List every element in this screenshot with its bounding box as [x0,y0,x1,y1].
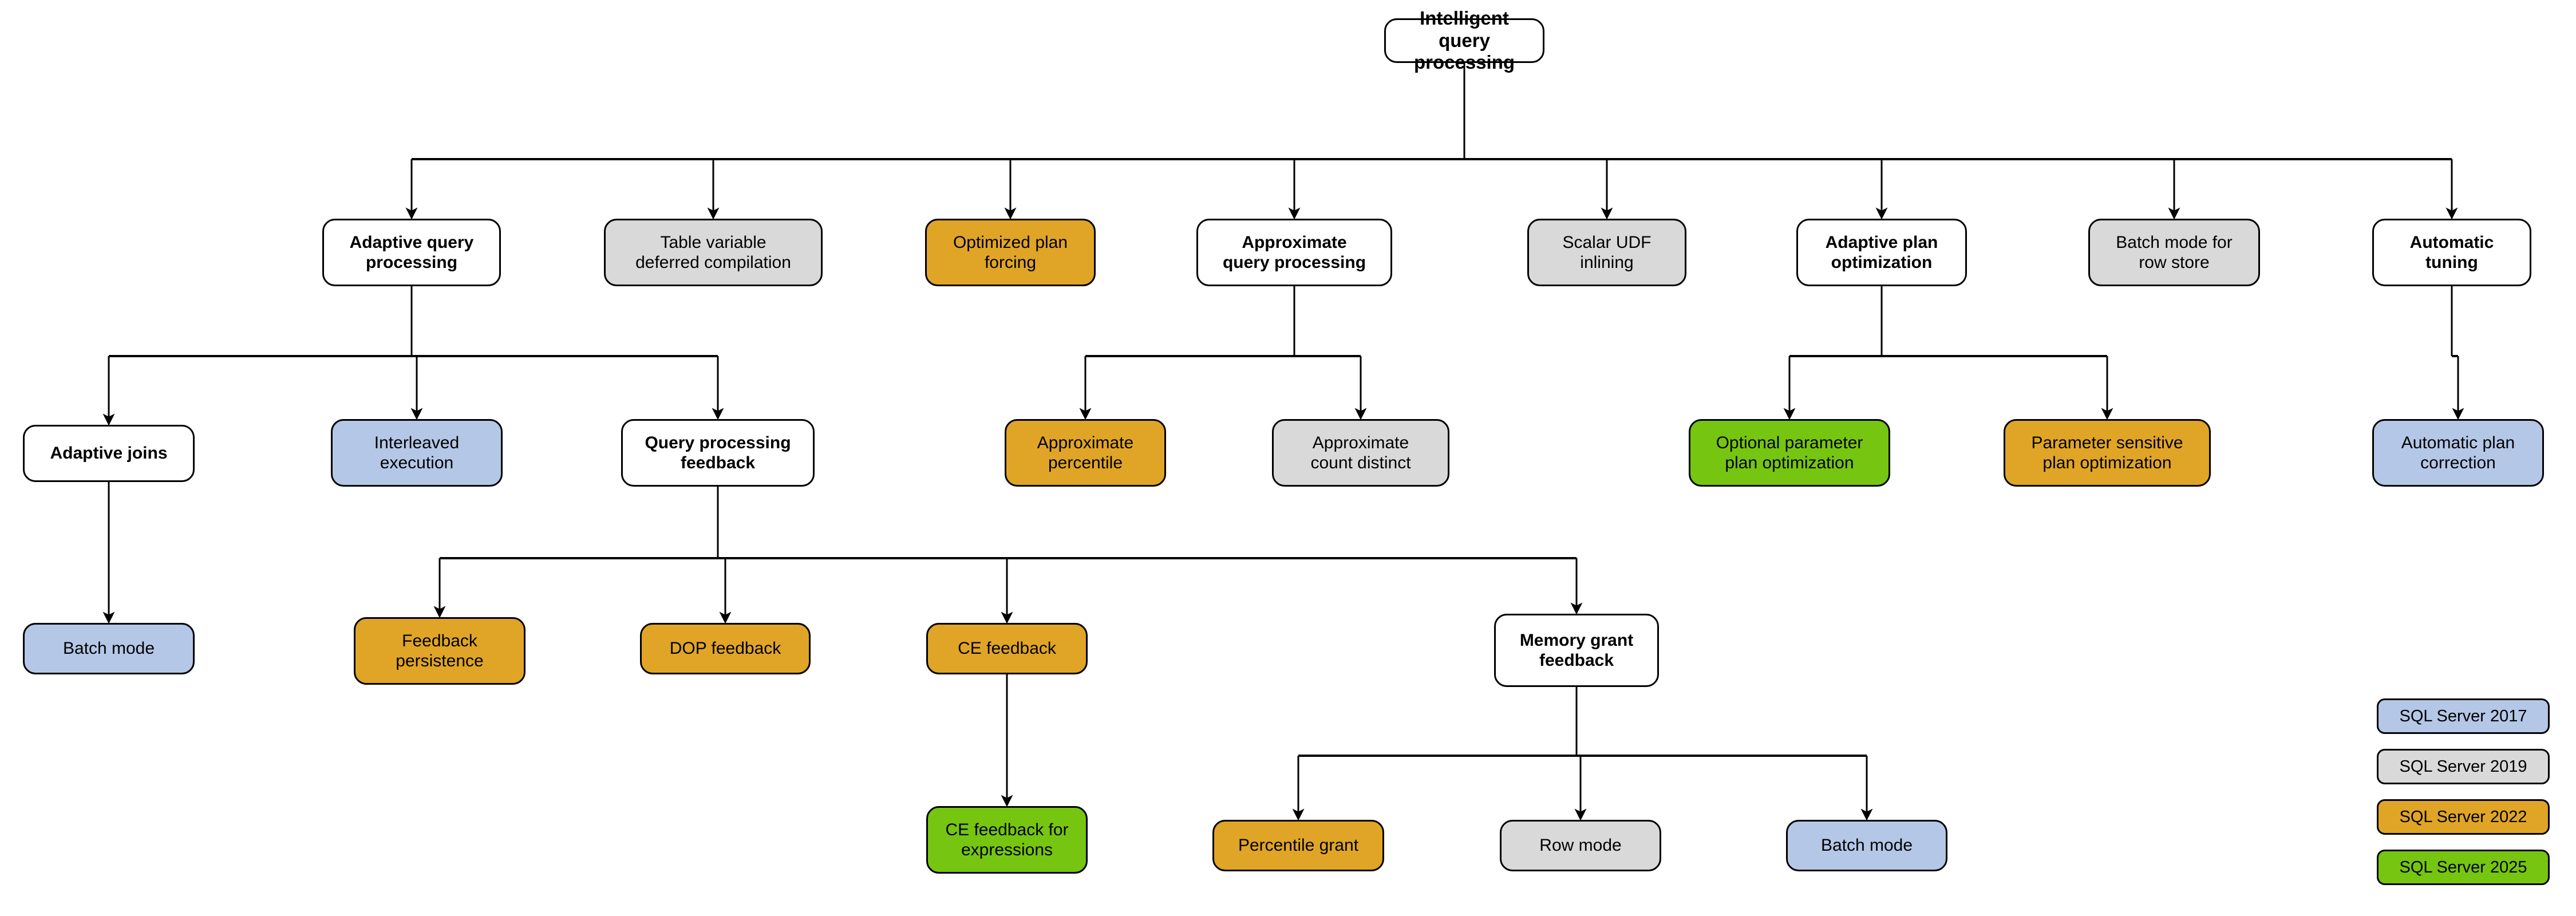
node-label: Batch mode [1820,836,1913,855]
node-label: Adaptive joins [50,444,168,463]
node-batchmode2[interactable]: Batch mode [1786,820,1947,871]
node-label: CE feedback [958,639,1056,658]
node-rowmode[interactable]: Row mode [1500,820,1661,871]
legend-item-sql-server-2019: SQL Server 2019 [2377,749,2550,784]
node-pctgrant[interactable]: Percentile grant [1212,820,1384,871]
legend-item-sql-server-2022: SQL Server 2022 [2377,799,2550,835]
node-cefb[interactable]: CE feedback [926,623,1088,674]
legend-item-sql-server-2017: SQL Server 2017 [2377,698,2550,734]
node-label: Row mode [1539,836,1622,855]
node-label: Percentile grant [1238,836,1359,855]
legend-item-sql-server-2025: SQL Server 2025 [2377,850,2550,885]
node-dopfb[interactable]: DOP feedback [640,623,811,674]
node-label: DOP feedback [669,639,781,658]
node-batchmode1[interactable]: Batch mode [23,623,195,674]
node-adaptivejoins[interactable]: Adaptive joins [23,425,195,482]
node-label: Batch mode [62,639,155,658]
